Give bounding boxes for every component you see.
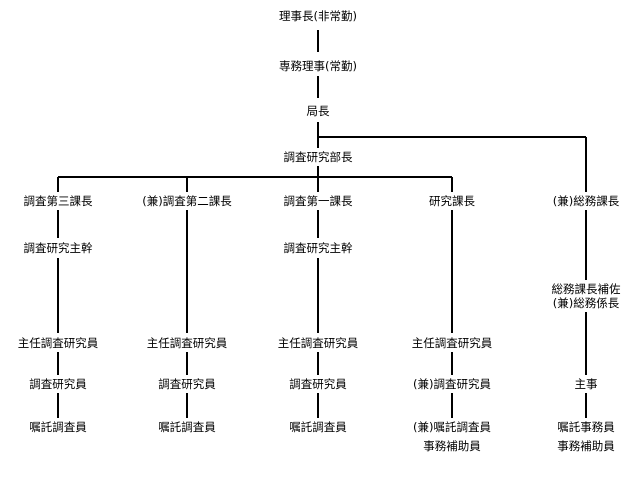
col2-staff-contract: 嘱託調査員 [157,420,217,434]
col3-staff-contract: 嘱託調査員 [288,420,348,434]
ga-chief: (兼)総務係長 [551,296,621,310]
chief-researcher-2: 調査研究主幹 [282,241,354,255]
director-general-box: 局長 [305,104,331,118]
section-head-3: 調査第三課長 [22,194,94,208]
col3-staff-researcher: 調査研究員 [288,377,348,391]
col4-staff-clerk: 事務補助員 [422,439,482,453]
research-dept-head-box: 調査研究部長 [282,150,354,164]
col1-staff-researcher: 調査研究員 [28,377,88,391]
col5-staff-clerk: 事務補助員 [556,439,616,453]
general-affairs-head: (兼)総務課長 [551,194,621,208]
section-head-1: 調査第一課長 [282,194,354,208]
col5-staff-official: 主事 [573,377,599,391]
col1-staff-senior: 主任調査研究員 [16,336,100,350]
chairman-box: 理事長(非常勤) [278,9,358,23]
col3-staff-senior: 主任調査研究員 [276,336,360,350]
col1-staff-contract: 嘱託調査員 [28,420,88,434]
section-head-2: (兼)調査第二課長 [141,194,233,208]
chief-researcher-1: 調査研究主幹 [22,241,94,255]
col4-staff-contract: (兼)嘱託調査員 [412,420,492,434]
ga-assistant-manager: 総務課長補佐 [550,282,622,296]
col2-staff-researcher: 調査研究員 [157,377,217,391]
col4-staff-senior: 主任調査研究員 [410,336,494,350]
col5-staff-contract-clerk: 嘱託事務員 [556,420,616,434]
col4-staff-researcher: (兼)調査研究員 [412,377,492,391]
research-section-head: 研究課長 [428,194,476,208]
managing-director-box: 専務理事(常勤) [278,59,358,73]
col2-staff-senior: 主任調査研究員 [145,336,229,350]
